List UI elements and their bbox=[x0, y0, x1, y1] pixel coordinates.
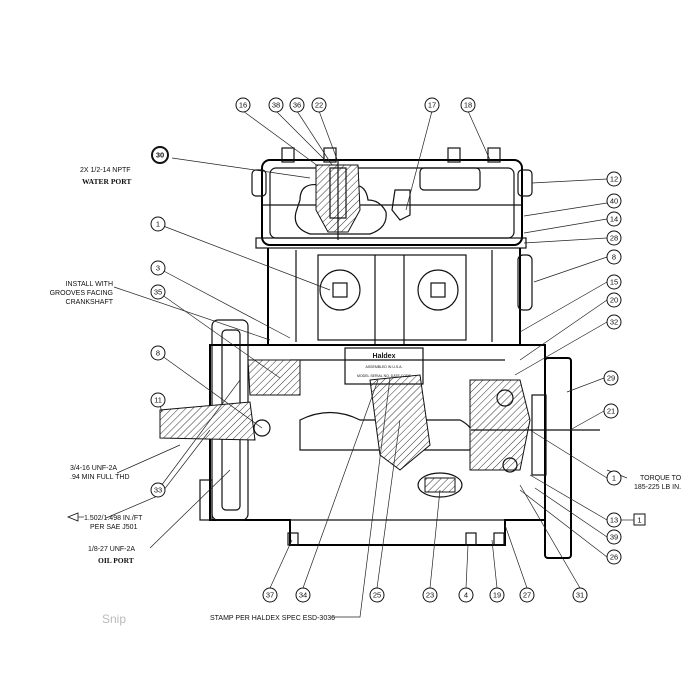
watermark: Snip bbox=[102, 612, 126, 626]
balloon-28: 28 bbox=[606, 230, 622, 246]
svg-text:37: 37 bbox=[266, 591, 274, 600]
balloon-21: 21 bbox=[603, 403, 619, 419]
balloon-23: 23 bbox=[422, 587, 438, 603]
datum-arrow-icon bbox=[66, 512, 84, 522]
svg-text:40: 40 bbox=[610, 197, 618, 206]
install-note-line3: CRANKSHAFT bbox=[66, 299, 114, 306]
balloon-11: 11 bbox=[150, 392, 166, 408]
balloon-18: 18 bbox=[460, 97, 476, 113]
balloon-35: 35 bbox=[150, 284, 166, 300]
install-note-line2: GROOVES FACING bbox=[50, 290, 113, 297]
shaft-note-line1: 1.502/1.498 IN./FT bbox=[84, 515, 143, 522]
balloon-17: 17 bbox=[424, 97, 440, 113]
balloon-38: 38 bbox=[268, 97, 284, 113]
svg-text:32: 32 bbox=[610, 318, 618, 327]
balloon-36: 36 bbox=[289, 97, 305, 113]
balloon-16: 16 bbox=[235, 97, 251, 113]
balloon-4: 4 bbox=[458, 587, 474, 603]
svg-text:1: 1 bbox=[156, 220, 160, 229]
balloon-39: 39 bbox=[606, 529, 622, 545]
balloon-29: 29 bbox=[603, 370, 619, 386]
balloon-25: 25 bbox=[369, 587, 385, 603]
svg-text:39: 39 bbox=[610, 533, 618, 542]
thread-note-line1: 3/4-16 UNF-2A bbox=[70, 465, 117, 472]
box-callout-1: 1 bbox=[621, 513, 646, 526]
svg-text:29: 29 bbox=[607, 374, 615, 383]
balloon-3: 3 bbox=[150, 260, 166, 276]
svg-text:22: 22 bbox=[315, 101, 323, 110]
balloon-40: 40 bbox=[606, 193, 622, 209]
svg-text:26: 26 bbox=[610, 553, 618, 562]
balloon-1-left: 1 bbox=[150, 216, 166, 232]
balloon-8-right: 8 bbox=[606, 249, 622, 265]
svg-text:34: 34 bbox=[299, 591, 307, 600]
svg-text:35: 35 bbox=[154, 288, 162, 297]
balloon-26: 26 bbox=[606, 549, 622, 565]
balloon-20: 20 bbox=[606, 292, 622, 308]
svg-text:21: 21 bbox=[607, 407, 615, 416]
stamp-note: STAMP PER HALDEX SPEC ESD-3036 bbox=[210, 615, 335, 622]
balloon-27: 27 bbox=[519, 587, 535, 603]
svg-text:31: 31 bbox=[576, 591, 584, 600]
balloon-1-right: 1 bbox=[606, 470, 622, 486]
svg-text:25: 25 bbox=[373, 591, 381, 600]
svg-text:12: 12 bbox=[610, 175, 618, 184]
thread-note-line2: .94 MIN FULL THD bbox=[70, 474, 130, 481]
shaft-note-line2: PER SAE J501 bbox=[90, 524, 138, 531]
balloon-34: 34 bbox=[295, 587, 311, 603]
torque-note-line1: TORQUE TO bbox=[640, 475, 682, 482]
svg-text:3: 3 bbox=[156, 264, 160, 273]
balloon-32: 32 bbox=[606, 314, 622, 330]
svg-text:28: 28 bbox=[610, 234, 618, 243]
oil-port-spec: 1/8-27 UNF-2A bbox=[88, 546, 135, 553]
svg-text:4: 4 bbox=[464, 591, 468, 600]
svg-text:19: 19 bbox=[493, 591, 501, 600]
svg-text:18: 18 bbox=[464, 101, 472, 110]
svg-text:13: 13 bbox=[610, 516, 618, 525]
nameplate-brand: Haldex bbox=[373, 353, 396, 360]
svg-text:23: 23 bbox=[426, 591, 434, 600]
water-port-spec: 2X 1/2-14 NPTF bbox=[80, 167, 131, 174]
svg-text:16: 16 bbox=[239, 101, 247, 110]
svg-text:33: 33 bbox=[154, 486, 162, 495]
compressor-body bbox=[159, 147, 600, 559]
svg-text:1: 1 bbox=[612, 474, 616, 483]
leader-lines bbox=[105, 110, 628, 618]
balloon-22: 22 bbox=[311, 97, 327, 113]
balloon-12: 12 bbox=[606, 171, 622, 187]
install-note-line1: INSTALL WITH bbox=[66, 281, 113, 288]
balloon-30: 30 bbox=[151, 146, 169, 164]
svg-text:1: 1 bbox=[637, 516, 641, 525]
balloon-31: 31 bbox=[572, 587, 588, 603]
nameplate-line2: MODEL SERIAL NO. DATE CODE bbox=[357, 374, 412, 378]
svg-text:27: 27 bbox=[523, 591, 531, 600]
water-port-title: WATER PORT bbox=[82, 177, 131, 186]
svg-text:17: 17 bbox=[428, 101, 436, 110]
svg-text:38: 38 bbox=[272, 101, 280, 110]
svg-text:30: 30 bbox=[156, 151, 164, 160]
oil-port-title: OIL PORT bbox=[98, 556, 134, 565]
balloon-14: 14 bbox=[606, 211, 622, 227]
svg-text:20: 20 bbox=[610, 296, 618, 305]
svg-text:8: 8 bbox=[156, 349, 160, 358]
balloon-19: 19 bbox=[489, 587, 505, 603]
nameplate-line1: ASSEMBLED IN U.S.A. bbox=[366, 365, 403, 369]
svg-text:14: 14 bbox=[610, 215, 618, 224]
svg-text:11: 11 bbox=[154, 396, 162, 405]
svg-text:15: 15 bbox=[610, 278, 618, 287]
balloon-13: 13 bbox=[606, 512, 622, 528]
balloon-37: 37 bbox=[262, 587, 278, 603]
balloon-33: 33 bbox=[150, 482, 166, 498]
svg-text:8: 8 bbox=[612, 253, 616, 262]
svg-text:36: 36 bbox=[293, 101, 301, 110]
balloon-8-left: 8 bbox=[150, 345, 166, 361]
torque-note-line2: 185-225 LB IN. bbox=[634, 484, 681, 491]
balloon-15: 15 bbox=[606, 274, 622, 290]
